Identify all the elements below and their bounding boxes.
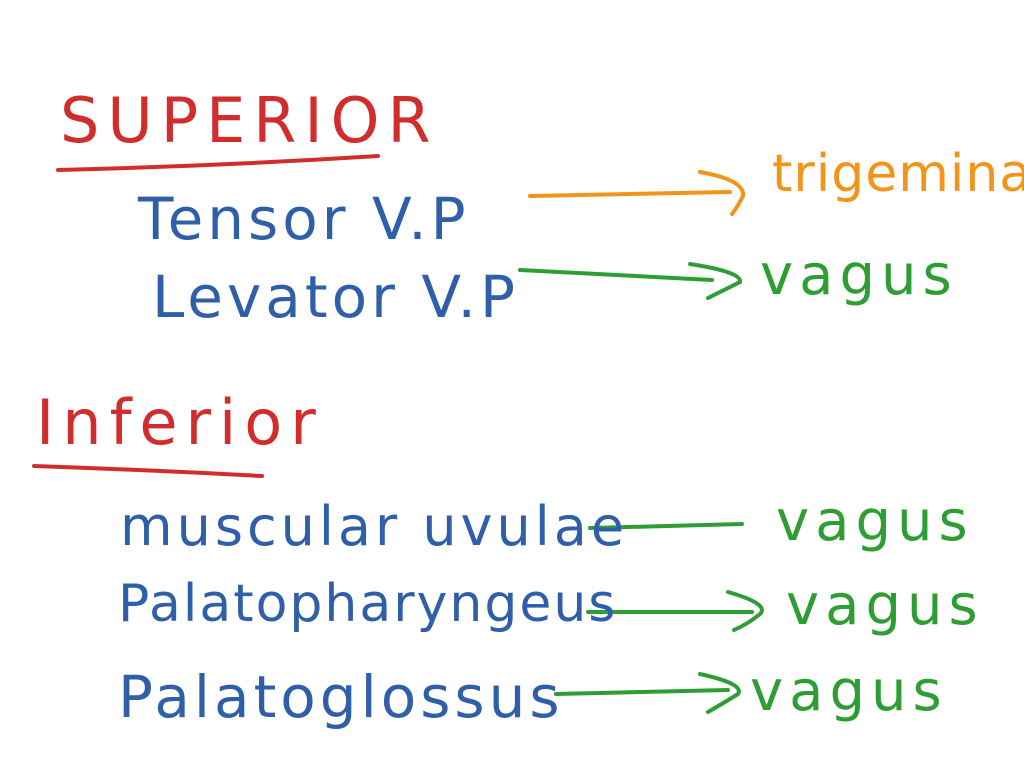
inferior-underline [32,464,264,478]
muscle-palatoglossus: Palatoglossus [118,663,564,731]
arrowhead-levator [688,262,742,300]
heading-inferior: Inferior [36,386,324,459]
muscle-levator-vp: Levator V.P [152,263,519,331]
arrow-line-palatoglossus [554,688,730,696]
arrow-line-uvulae [588,522,744,530]
superior-underline [56,154,380,172]
arrow-line-tensor [528,190,732,198]
arrowhead-palatopharyngeus [726,590,764,632]
muscle-tensor-vp: Tensor V.P [138,185,470,253]
nerve-vagus-uvulae: vagus [776,489,974,554]
arrow-line-levator [518,268,714,282]
nerve-vagus-palatopharyngeus: vagus [786,573,984,638]
heading-superior: SUPERIOR [60,84,439,157]
muscle-palatopharyngeus: Palatopharyngeus [118,574,618,634]
arrowhead-palatoglossus [698,672,741,714]
arrowhead-tensor [698,170,746,216]
nerve-vagus-levator: vagus [760,243,958,308]
nerve-vagus-palatoglossus: vagus [750,659,948,724]
nerve-trigeminal: trigeminal [772,144,1024,204]
muscle-musculus-uvulae: muscular uvulae [120,495,629,558]
